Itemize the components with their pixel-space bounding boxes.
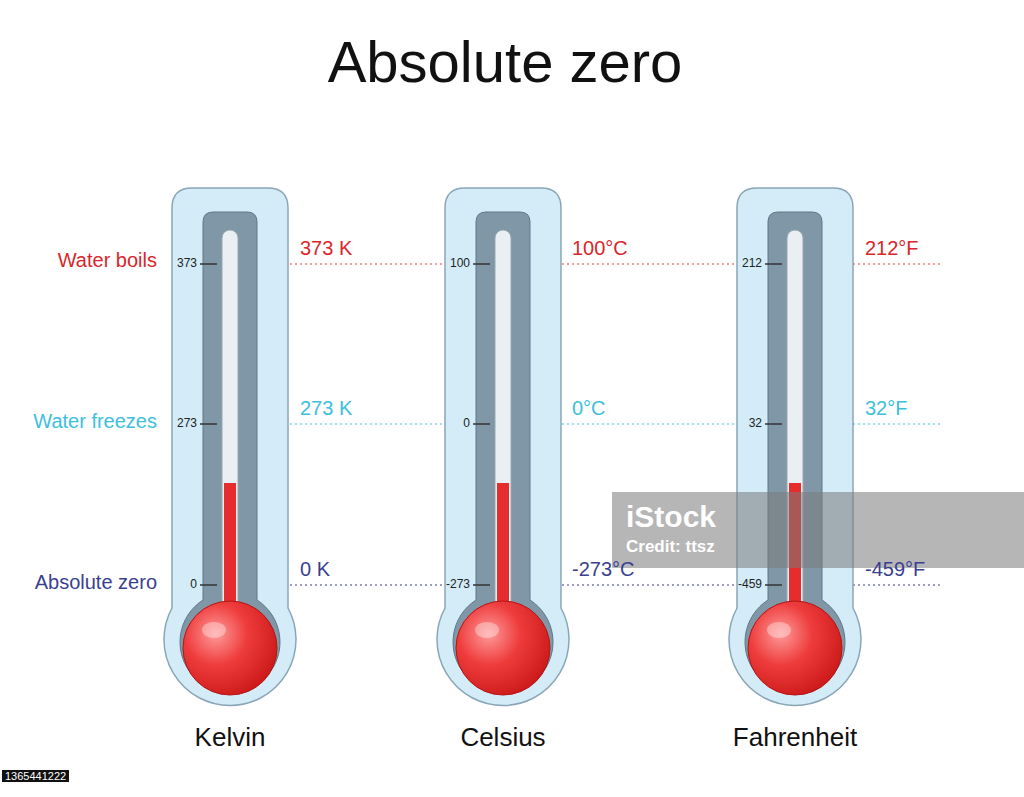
scale-name: Celsius: [460, 723, 545, 753]
scale-name: Fahrenheit: [733, 723, 857, 753]
kelvin-thermometer: 373 273 0Kelvin: [155, 180, 305, 760]
tick-mark: [200, 423, 217, 425]
scale-number: 212: [742, 257, 762, 271]
fahrenheit-thermometer: 212 32 -459Fahrenheit: [720, 180, 870, 760]
row-label: Water boils: [58, 249, 157, 272]
thermometer-glass: [729, 188, 861, 705]
scale-number: 0: [463, 417, 470, 431]
thermometer-glass: [164, 188, 296, 705]
scale-number: 273: [177, 417, 197, 431]
temperature-value: 212°F: [865, 237, 919, 260]
tick-mark: [200, 584, 217, 586]
watermark-credit: Credit: ttsz: [626, 537, 715, 557]
scale-number: 32: [749, 417, 762, 431]
celsius-thermometer: 100 0 -273Celsius: [428, 180, 578, 760]
tick-mark: [473, 584, 490, 586]
diagram-title: Absolute zero: [328, 29, 683, 96]
temperature-value: -273°C: [572, 558, 634, 581]
temperature-value: 373 K: [300, 237, 352, 260]
tick-mark: [473, 263, 490, 265]
scale-number: -459: [738, 578, 762, 592]
bulb-highlight: [202, 622, 226, 638]
tick-mark: [765, 584, 782, 586]
tick-mark: [200, 263, 217, 265]
scale-number: 0: [190, 578, 197, 592]
row-label: Water freezes: [33, 410, 157, 433]
temperature-value: 32°F: [865, 397, 907, 420]
temperature-value: 0°C: [572, 397, 606, 420]
mercury-bulb: [748, 601, 842, 695]
tick-mark: [765, 263, 782, 265]
thermometer-glass: [437, 188, 569, 705]
bulb-highlight: [767, 622, 791, 638]
temperature-value: 273 K: [300, 397, 352, 420]
temperature-value: -459°F: [865, 558, 925, 581]
image-id: 1365441222: [2, 770, 69, 783]
tick-mark: [473, 423, 490, 425]
scale-number: -273: [446, 578, 470, 592]
row-label: Absolute zero: [35, 571, 157, 594]
scale-name: Kelvin: [195, 723, 266, 753]
bulb-highlight: [475, 622, 499, 638]
scale-number: 373: [177, 257, 197, 271]
tick-mark: [765, 423, 782, 425]
watermark-band: [612, 492, 1024, 568]
temperature-value: 0 K: [300, 558, 330, 581]
watermark: iStock: [626, 500, 716, 535]
mercury-bulb: [456, 601, 550, 695]
temperature-value: 100°C: [572, 237, 628, 260]
mercury-bulb: [183, 601, 277, 695]
scale-number: 100: [450, 257, 470, 271]
